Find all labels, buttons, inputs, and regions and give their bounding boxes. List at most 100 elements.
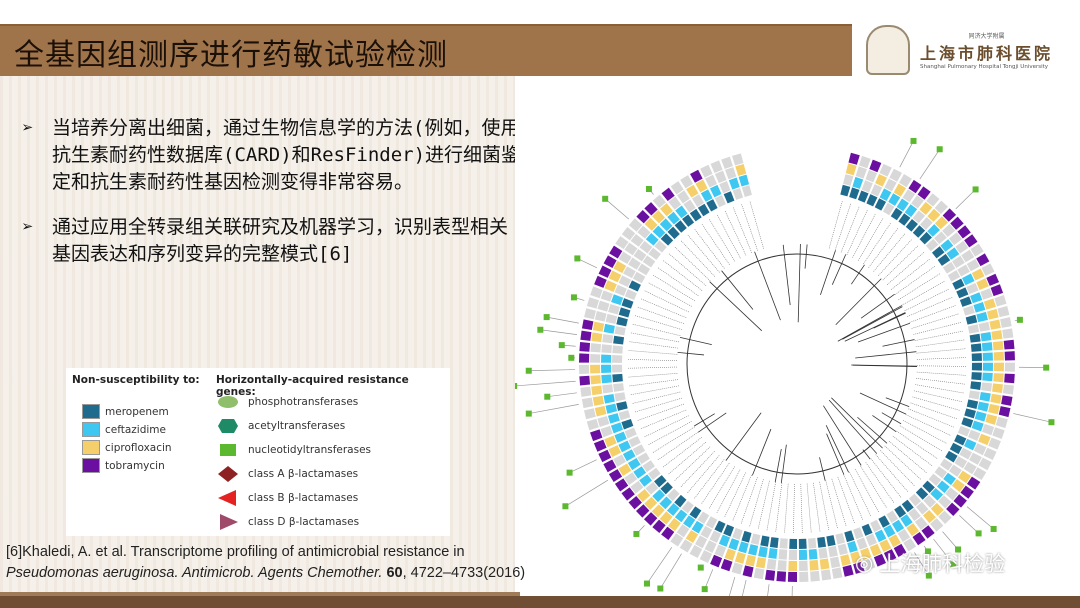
resistance-cell (920, 217, 933, 230)
isolate-label (899, 425, 943, 452)
resistance-cell (986, 273, 1000, 286)
resistance-cell (926, 193, 940, 207)
legend-drug-item: ciprofloxacin (82, 440, 172, 455)
gene-line (766, 584, 770, 602)
resistance-cell (934, 466, 948, 479)
resistance-cell (659, 218, 673, 232)
isolate-label (652, 274, 696, 302)
resistance-cell (755, 557, 767, 569)
legend-drug-item: meropenem (82, 404, 169, 419)
resistance-cell (875, 173, 887, 187)
resistance-cell (758, 546, 768, 558)
resistance-cell (660, 482, 673, 495)
resistance-cell (603, 255, 617, 269)
resistance-cell (686, 184, 699, 198)
resistance-cell (644, 217, 658, 231)
resistance-cell (583, 408, 596, 420)
resistance-cell (818, 547, 828, 559)
tree-branch (709, 281, 763, 332)
resistance-cell (938, 510, 952, 525)
isolate-label (627, 359, 678, 362)
legend-gene-item: class A β-lactamases (218, 466, 358, 482)
resistance-cell (953, 494, 967, 508)
resistance-cell (594, 405, 607, 417)
resistance-cell (997, 305, 1010, 318)
resistance-cell (831, 567, 843, 579)
resistance-cell (637, 225, 651, 239)
gene-line (955, 189, 976, 210)
resistance-cell (981, 263, 995, 276)
resistance-cell (725, 167, 737, 180)
resistance-cell (621, 298, 634, 309)
resistance-cell (961, 417, 974, 428)
isolate-label (634, 315, 683, 330)
gene-marker (544, 393, 551, 400)
isolate-label (831, 478, 847, 527)
isolate-label (716, 214, 741, 259)
resistance-cell (642, 460, 656, 473)
gene-marker (955, 546, 962, 553)
resistance-cell (608, 303, 620, 315)
resistance-cell (853, 527, 864, 540)
resistance-cell (748, 544, 759, 556)
resistance-cell (982, 362, 993, 371)
bottom-accent (0, 592, 520, 597)
tree-branch (882, 339, 915, 347)
isolate-label (673, 446, 711, 482)
resistance-cell (787, 571, 797, 582)
resistance-cell (860, 547, 872, 561)
resistance-cell (718, 534, 731, 547)
resistance-cell (992, 427, 1005, 439)
seal-icon (866, 25, 910, 75)
resistance-cell (983, 447, 997, 461)
resistance-cell (919, 231, 932, 245)
resistance-cell (942, 261, 956, 274)
isolate-label (892, 435, 933, 467)
gene-marker (602, 195, 609, 202)
tree-branch (825, 425, 849, 473)
resistance-cell (732, 187, 744, 200)
resistance-cell (970, 292, 983, 304)
isolate-label (909, 304, 957, 323)
resistance-cell (869, 159, 882, 173)
resistance-cell (1004, 351, 1015, 361)
resistance-cell (618, 275, 632, 287)
legend-label: ceftazidime (105, 423, 166, 436)
isolate-label (907, 296, 954, 317)
resistance-cell (971, 353, 982, 362)
resistance-cell (695, 535, 708, 549)
isolate-label (627, 373, 678, 378)
resistance-cell (958, 470, 972, 484)
tree-branch (857, 322, 911, 343)
resistance-cell (584, 308, 596, 320)
resistance-cell (705, 174, 717, 188)
gene-marker (537, 326, 544, 333)
resistance-cell (992, 383, 1003, 394)
resistance-cell (982, 352, 993, 361)
gene-marker (566, 469, 573, 476)
top-margin (0, 0, 1080, 24)
gene-line (604, 198, 630, 220)
resistance-cell (934, 216, 949, 230)
resistance-cell (661, 187, 675, 202)
isolate-label (873, 232, 906, 272)
gene-marker (972, 186, 979, 193)
resistance-cell (580, 330, 592, 341)
isolate-label (775, 483, 783, 533)
resistance-cell (628, 496, 642, 510)
isolate-label (875, 454, 909, 493)
gene-line (725, 577, 736, 608)
isolate-label (863, 222, 892, 265)
resistance-cell (979, 392, 991, 402)
resistance-cell (714, 194, 726, 208)
bottom-bar (0, 596, 1080, 608)
legend-label: class D β-lactamases (248, 516, 360, 528)
resistance-cell (954, 456, 968, 469)
resistance-cell (870, 519, 882, 533)
resistance-cell (915, 501, 929, 515)
resistance-cell (776, 571, 787, 582)
resistance-cell (603, 393, 615, 404)
resistance-cell (645, 482, 659, 495)
resistance-cell (886, 510, 899, 524)
resistance-cell (968, 390, 980, 400)
